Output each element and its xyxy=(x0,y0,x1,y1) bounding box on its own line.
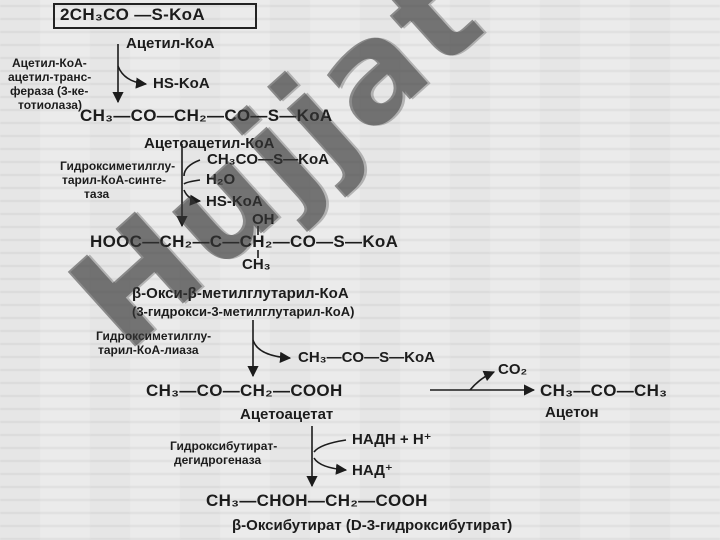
enzyme2-line1: Гидроксиметилглу- xyxy=(60,159,176,173)
acetone-name: Ацетон xyxy=(545,404,599,421)
acetoacetate-formula: CH₃—CO—CH₂—COOH xyxy=(146,381,343,400)
hmg-ch3: CH₃ xyxy=(242,256,271,273)
acetone-formula: CH₃—CO—CH₃ xyxy=(540,381,668,400)
arrow-co2-out xyxy=(469,370,496,391)
enzyme1-line3: фераза (3-ке- xyxy=(10,84,89,98)
enzyme4-line2: дегидрогеназа xyxy=(174,453,262,467)
hmg-coa-name-alt: (3-гидрокси-3-метилглутарил-КоА) xyxy=(132,304,355,319)
start-formula: 2CH₃CO —S-KoA xyxy=(60,5,205,24)
arrow-acetyl-in xyxy=(183,159,201,177)
hydroxybutyrate-formula: CH₃—CHOH—CH₂—COOH xyxy=(206,491,428,510)
hmg-oh: OH xyxy=(252,211,275,228)
start-box xyxy=(53,3,257,29)
acetoacetate-name: Ацетоацетат xyxy=(240,406,334,423)
enzyme2-line3: таза xyxy=(84,187,110,201)
hmg-coa-formula: HOOC—CH₂—C—CH₂—CO—S—KoA xyxy=(90,232,399,251)
nad-label: НАД⁺ xyxy=(352,462,393,479)
enzyme3-line2: тарил-КоА-лиаза xyxy=(98,343,199,357)
arrow-water-in xyxy=(183,179,201,185)
arrow-hs-koa-out-2 xyxy=(183,189,202,206)
arrow-hs-koa-out xyxy=(117,65,148,89)
hs-koa-1: HS-KoA xyxy=(153,75,210,92)
enzyme1-line2: ацетил-транс- xyxy=(8,70,92,84)
acetyl-coa-label: Ацетил-КоА xyxy=(126,35,215,52)
hmg-coa-name: β-Окси-β-метилглутарил-КоА xyxy=(132,285,349,302)
arrow-nadh-in xyxy=(313,439,347,453)
hs-koa-2: HS-KoA xyxy=(206,193,263,210)
nadh-label: НАДН + H⁺ xyxy=(352,431,432,448)
co2-label: CO₂ xyxy=(498,361,528,378)
enzyme4-line1: Гидроксибутират- xyxy=(170,439,278,453)
in2-acetyl-coa: CH₃CO—S—KoA xyxy=(207,151,329,168)
in2-water: H₂O xyxy=(206,171,236,188)
enzyme2-line2: тарил-КоА-синте- xyxy=(62,173,167,187)
enzyme1-line1: Ацетил-КоА- xyxy=(12,56,87,70)
acetoacetyl-coa-formula: CH₃—CO—CH₂—CO—S—KoA xyxy=(80,106,333,125)
hydroxybutyrate-name: β-Оксибутират (D-3-гидроксибутират) xyxy=(232,517,513,534)
enzyme3-line1: Гидроксиметилглу- xyxy=(96,329,212,343)
acetoacetyl-coa-name: Ацетоацетил-КоА xyxy=(144,135,275,152)
enzyme1-line4: тотиолаза) xyxy=(18,98,82,112)
arrow-acetyl-out xyxy=(252,339,292,363)
out3-acetyl-coa: CH₃—CO—S—KoA xyxy=(298,349,435,366)
arrow-nad-out xyxy=(313,457,348,475)
